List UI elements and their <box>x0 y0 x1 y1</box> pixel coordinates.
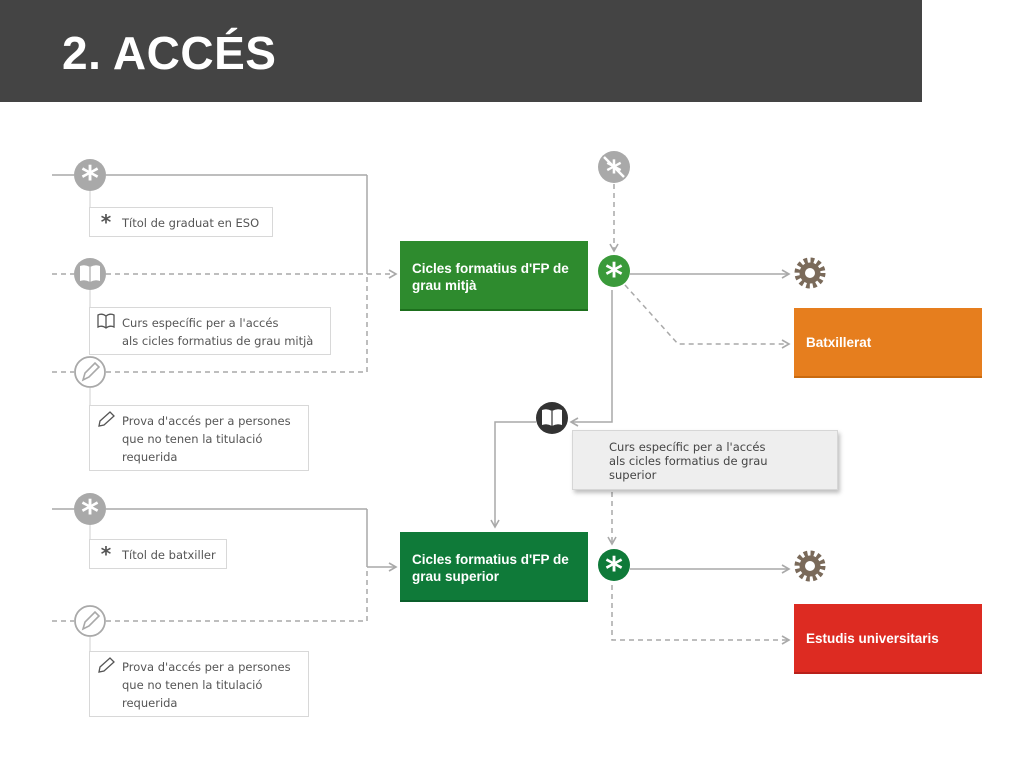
note-course-cfgs: Curs específic per a l'accés als cicles … <box>572 430 838 490</box>
pencil-icon <box>97 411 115 429</box>
asterisk-icon: * <box>598 549 630 590</box>
page-title: 2. ACCÉS <box>62 27 277 79</box>
gear-icon <box>798 261 822 285</box>
box-estudis-universitaris: Estudis universitaris <box>794 604 982 674</box>
asterisk-icon: * <box>100 542 112 566</box>
connectors-right <box>490 184 791 645</box>
gear-icon <box>798 554 822 578</box>
box-cfgs: Cicles formatius d'FP de grau superior <box>400 532 588 602</box>
svg-text:*: * <box>81 493 99 533</box>
box-batxillerat: Batxillerat <box>794 308 982 378</box>
pencil-icon <box>74 605 106 637</box>
svg-text:*: * <box>605 256 623 296</box>
header-bar: 2. ACCÉS <box>0 0 922 102</box>
pencil-icon <box>97 657 115 675</box>
connectors-group-lower <box>52 508 398 622</box>
pencil-icon <box>74 356 106 388</box>
asterisk-icon: * <box>74 159 106 199</box>
asterisk-icon: * <box>74 493 106 533</box>
asterisk-icon: * <box>598 255 630 296</box>
connectors-group-upper <box>52 174 398 373</box>
note-course-cfgm: Curs específic per a l'accés als cicles … <box>89 307 331 355</box>
note-exam-cfgs: Prova d'accés per a persones que no tene… <box>89 651 309 717</box>
book-icon <box>74 258 106 290</box>
crossed-pencil-icon: * <box>598 151 630 190</box>
note-eso-title: * Títol de graduat en ESO <box>89 207 273 237</box>
box-cfgm: Cicles formatius d'FP de grau mitjà <box>400 241 588 311</box>
book-icon <box>97 313 115 331</box>
svg-text:*: * <box>81 159 99 199</box>
asterisk-icon: * <box>100 210 112 234</box>
note-batxiller-title: * Títol de batxiller <box>89 539 227 569</box>
svg-text:*: * <box>605 550 623 590</box>
book-icon <box>536 402 568 434</box>
note-exam-cfgm: Prova d'accés per a persones que no tene… <box>89 405 309 471</box>
